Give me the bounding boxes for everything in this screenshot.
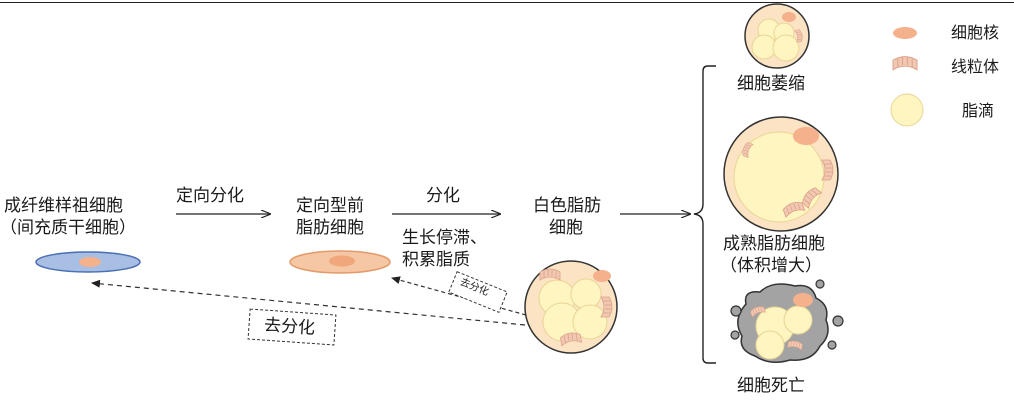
top-rule <box>0 2 1014 3</box>
white-adipocyte-cell <box>524 260 618 354</box>
dead-cell <box>730 279 844 363</box>
progenitor-label-2: （间充质干细胞） <box>0 218 136 238</box>
mature-adipocyte-cell <box>723 116 839 232</box>
commitment-label: 定向分化 <box>176 186 244 206</box>
legend-lipid-droplet-label: 脂滴 <box>962 101 995 120</box>
legend-nucleus-label: 细胞核 <box>951 23 1000 42</box>
legend-mitochondria-label: 线粒体 <box>951 57 1000 76</box>
dedifferentiation-box-small <box>448 271 508 313</box>
mitochondria-legend-icon <box>892 56 918 71</box>
mature-label-2: （体积增大） <box>720 256 822 276</box>
white-adipocyte-label-2: 细胞 <box>549 218 583 238</box>
death-label: 细胞死亡 <box>737 376 805 396</box>
differentiation-label: 分化 <box>426 186 460 206</box>
white-adipocyte-label-1: 白色脂肪 <box>533 196 601 216</box>
dedifferentiation-label-large: 去分化 <box>263 315 316 339</box>
preadipocyte-label-2: 脂肪细胞 <box>296 218 364 238</box>
differentiation-note-1: 生长停滞、 <box>402 228 487 248</box>
lipid-droplet-legend-icon <box>890 93 924 127</box>
dedifferentiation-arrow-small <box>391 276 527 316</box>
differentiation-note-2: 积累脂质 <box>402 250 470 270</box>
mature-label-1: 成熟脂肪细胞 <box>723 234 825 254</box>
dedifferentiation-box-large <box>247 308 337 346</box>
atrophy-cell <box>744 3 810 69</box>
progenitor-label-1: 成纤维样祖细胞 <box>4 196 123 216</box>
progenitor-cell <box>35 251 141 273</box>
nucleus-legend-icon <box>893 27 917 39</box>
atrophy-label: 细胞萎缩 <box>737 74 805 94</box>
dedifferentiation-arrow-large <box>91 279 526 326</box>
fate-bracket <box>693 65 716 364</box>
preadipocyte-cell <box>289 250 391 274</box>
preadipocyte-label-1: 定向型前 <box>296 196 364 216</box>
